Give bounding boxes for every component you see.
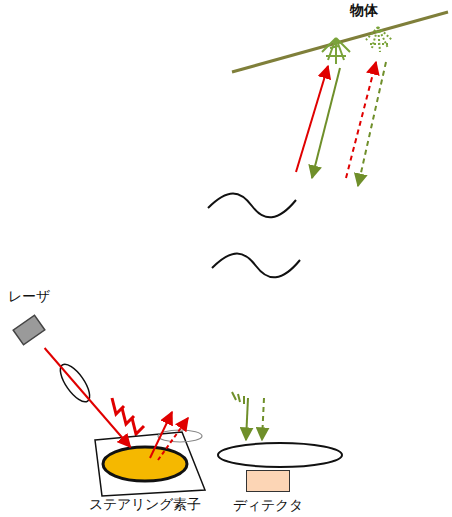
return-beam	[312, 68, 340, 178]
return-beam	[246, 398, 248, 440]
distance-wave	[208, 194, 296, 218]
laser-source: レーザ	[10, 312, 48, 348]
part-label: レーザ	[8, 288, 50, 304]
distance-wave	[212, 254, 300, 278]
object-label: 物体	[350, 2, 378, 18]
detector: ディテクタ	[246, 470, 290, 492]
rotation-indicator	[158, 430, 202, 442]
part-label: ディテクタ	[233, 497, 303, 513]
laser-beam	[45, 348, 131, 447]
leaf-cluster	[322, 38, 350, 64]
wavefront-ticks	[232, 392, 244, 404]
receiver-lens	[218, 443, 342, 467]
steering-mirror	[103, 447, 187, 481]
steering-element: ステアリング素子	[105, 447, 185, 481]
part-label: ステアリング素子	[89, 496, 201, 512]
outgoing-beam	[296, 66, 328, 172]
object-surface	[232, 12, 448, 72]
wavefront-ticks	[112, 398, 144, 434]
laser-body	[10, 312, 48, 348]
scanned-beam	[150, 412, 172, 458]
return-beam	[262, 398, 264, 440]
return-beam	[358, 62, 386, 186]
scanned-beam	[158, 418, 188, 460]
outgoing-beam	[346, 62, 376, 178]
leaf-cluster	[366, 27, 392, 52]
